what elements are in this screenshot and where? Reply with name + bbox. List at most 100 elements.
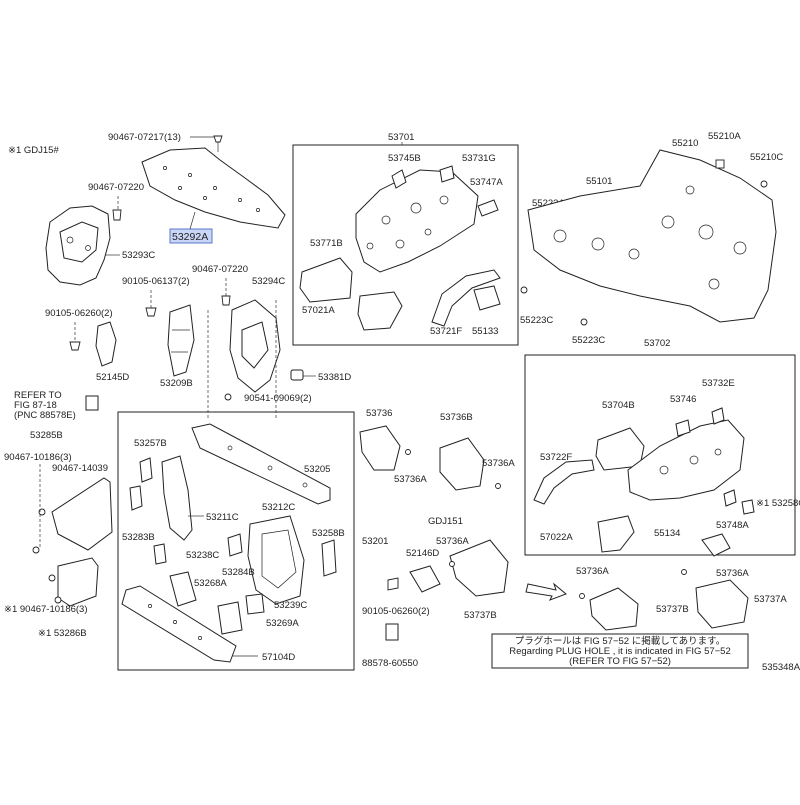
- part-53701[interactable]: [355, 169, 479, 273]
- part-53268A[interactable]: [169, 571, 197, 607]
- label-53292A[interactable]: 53292A: [172, 231, 208, 243]
- part-53736B[interactable]: [439, 437, 485, 491]
- label-53212C: 53212C: [262, 502, 295, 513]
- part-53737A[interactable]: [695, 579, 749, 629]
- label-53737A: 53737A: [754, 594, 787, 605]
- label-53211C: 53211C: [206, 512, 239, 523]
- label-90105-06260a: 90105-06260(2): [45, 308, 113, 319]
- part-53212C[interactable]: [247, 515, 305, 605]
- plug-hole-note-box: [491, 633, 749, 669]
- part-53283B[interactable]: [129, 485, 143, 511]
- part-53747A[interactable]: [477, 199, 499, 217]
- part-53748A[interactable]: [723, 489, 737, 507]
- label-55210C: 55210C: [750, 152, 783, 163]
- label-53205: 53205: [304, 464, 330, 475]
- label-90105-06137: 90105-06137(2): [122, 276, 190, 287]
- part-52145D[interactable]: [95, 321, 117, 367]
- frame-53201: [117, 411, 355, 671]
- label-53258B: 53258B: [312, 528, 345, 539]
- part-55101[interactable]: [527, 149, 777, 323]
- note-line3[interactable]: (REFER TO FIG 57−52): [569, 656, 671, 667]
- label-57104D: 57104D: [262, 652, 295, 663]
- part-53293C[interactable]: [45, 205, 111, 286]
- part-53238C[interactable]: [227, 533, 243, 557]
- label-53286B: ※1 53286B: [38, 628, 87, 639]
- clip-90541: [224, 393, 232, 401]
- part-88578[interactable]: [385, 623, 399, 641]
- note-gdj15: ※1 GDJ15#: [8, 145, 59, 156]
- clip-53736A-b: [495, 483, 501, 489]
- label-53722F: 53722F: [540, 452, 572, 463]
- part-53737B-a[interactable]: [449, 539, 509, 597]
- label-53284B: 53284B: [222, 567, 255, 578]
- note-line2: Regarding PLUG HOLE , it is indicated in…: [509, 646, 731, 657]
- bolt-90105-06260b: [387, 577, 399, 591]
- bolt-90105-06260a: [69, 341, 81, 351]
- part-53284B[interactable]: [153, 543, 167, 565]
- bolt-90467-07217: [213, 135, 223, 152]
- frame-53702: [524, 354, 796, 556]
- part-53294C[interactable]: [229, 299, 281, 393]
- refer-line3[interactable]: (PNC 88578E): [14, 410, 76, 421]
- part-53286B[interactable]: [57, 557, 99, 607]
- part-53269A[interactable]: [217, 601, 243, 635]
- label-53258C: ※1 53258C: [756, 498, 800, 509]
- clip-55210C: [760, 180, 768, 188]
- label-57022A: 57022A: [540, 532, 573, 543]
- part-53731G[interactable]: [439, 165, 455, 183]
- label-53736A-a: 53736A: [394, 474, 427, 485]
- part-53746[interactable]: [675, 419, 691, 437]
- part-53258C[interactable]: [741, 499, 755, 515]
- part-52146D[interactable]: [409, 565, 441, 593]
- label-52145D: 52145D: [96, 372, 129, 383]
- clip-55223C-a: [520, 286, 528, 294]
- frame-53701: [292, 144, 519, 346]
- part-53722F[interactable]: [533, 459, 595, 505]
- part-53721F[interactable]: [431, 269, 501, 327]
- label-55210A: 55210A: [708, 131, 741, 142]
- label-55133: 55133: [472, 326, 498, 337]
- label-highlight-53292A: [169, 228, 213, 244]
- label-53736A-e: 53736A: [716, 568, 749, 579]
- clip-53736A-e: [681, 569, 687, 575]
- label-53736B: 53736B: [440, 412, 473, 423]
- label-53747A: 53747A: [470, 177, 503, 188]
- part-53292A[interactable]: [141, 147, 286, 229]
- part-53211C[interactable]: [161, 455, 193, 541]
- part-57022A[interactable]: [597, 515, 635, 553]
- part-55133[interactable]: [473, 285, 501, 311]
- label-55223A: 55223A: [532, 198, 565, 209]
- label-53732E: 53732E: [702, 378, 735, 389]
- part-53771B[interactable]: [299, 257, 353, 303]
- part-53736[interactable]: [359, 425, 401, 471]
- label-53737B-a: 53737B: [464, 610, 497, 621]
- label-55134: 55134: [654, 528, 680, 539]
- part-53381D[interactable]: [290, 369, 304, 381]
- part-53745B[interactable]: [391, 169, 407, 189]
- label-53746: 53746: [670, 394, 696, 405]
- part-53285B[interactable]: [51, 477, 113, 551]
- label-53268A: 53268A: [194, 578, 227, 589]
- label-53239C: 53239C: [274, 600, 307, 611]
- part-53258B[interactable]: [321, 539, 337, 577]
- label-53269A: 53269A: [266, 618, 299, 629]
- part-53732E[interactable]: [711, 407, 725, 425]
- part-53737B-b[interactable]: [589, 587, 639, 631]
- clip-53736A-d: [579, 593, 585, 599]
- part-57104D[interactable]: [121, 585, 237, 663]
- label-55223C-b: 55223C: [572, 335, 605, 346]
- part-53257B[interactable]: [139, 457, 153, 483]
- part-upper-support[interactable]: [191, 423, 331, 505]
- label-53736A-c: 53736A: [436, 536, 469, 547]
- label-53704B: 53704B: [602, 400, 635, 411]
- label-53201: 53201: [362, 536, 388, 547]
- part-55134[interactable]: [701, 533, 731, 557]
- clip-53736A-a: [405, 449, 411, 455]
- part-57021A[interactable]: [357, 291, 403, 331]
- part-53209B[interactable]: [167, 304, 195, 377]
- part-53239C[interactable]: [245, 593, 265, 615]
- label-53294C: 53294C: [252, 276, 285, 287]
- label-53702: 53702: [644, 338, 670, 349]
